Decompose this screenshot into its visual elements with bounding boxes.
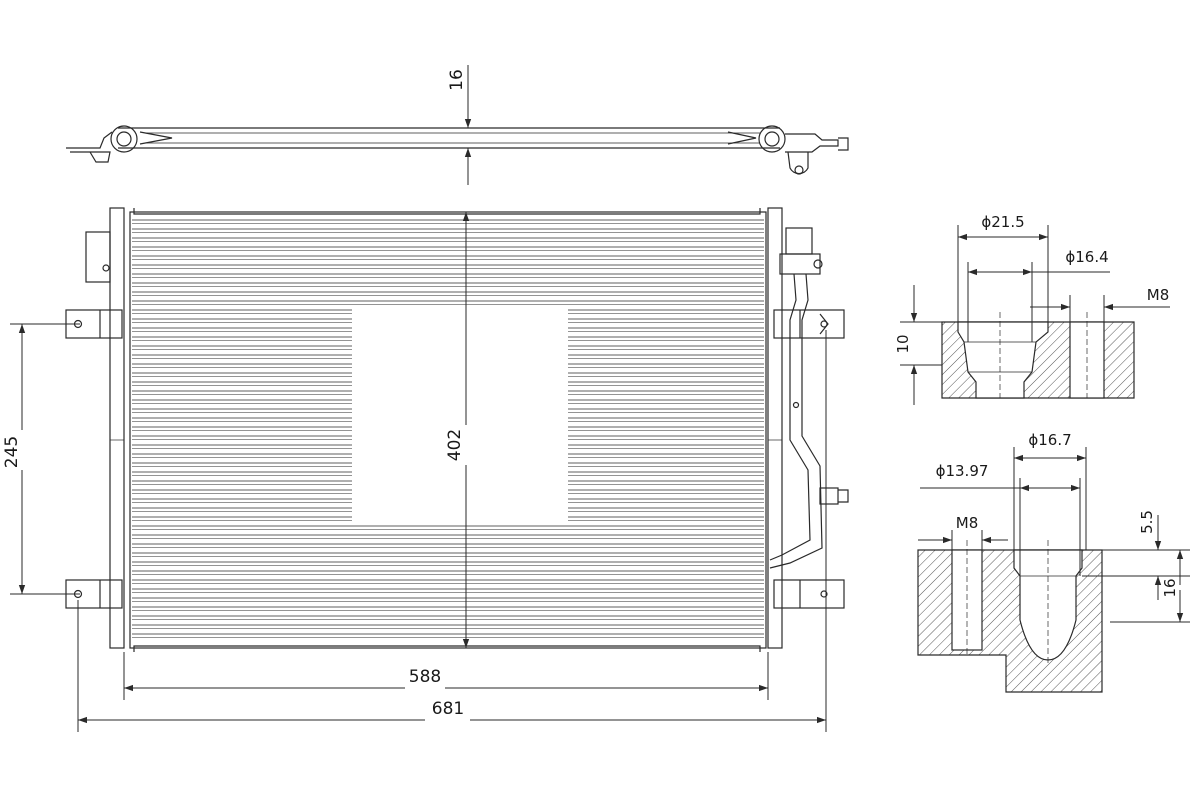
front-dimensions (10, 212, 827, 732)
detail-bottom-thread: M8 (956, 514, 979, 532)
core-width-label: 588 (409, 667, 441, 687)
detail-bottom-dimensions (918, 447, 1190, 623)
detail-bottom-depth: 16 (1161, 578, 1179, 597)
condenser-core-fins (132, 219, 764, 638)
detail-top-depth: 10 (894, 334, 912, 353)
detail-top-inner-diameter: ϕ16.4 (1065, 248, 1108, 266)
detail-bottom-section (917, 540, 1103, 693)
detail-top-outer-diameter: ϕ21.5 (981, 213, 1024, 231)
detail-top-thread: M8 (1147, 286, 1170, 304)
mount-spacing-label: 245 (2, 436, 22, 468)
detail-bottom-inner-diameter: ϕ13.97 (936, 462, 989, 480)
top-view (66, 125, 849, 175)
detail-bottom-outer-diameter: ϕ16.7 (1028, 431, 1071, 449)
core-height-label: 402 (445, 429, 465, 461)
detail-top-dimensions (900, 225, 1170, 405)
detail-top-section (941, 312, 1135, 399)
detail-bottom-step: 5.5 (1138, 510, 1156, 534)
overall-width-label: 681 (432, 699, 464, 719)
top-thickness-label: 16 (447, 69, 467, 91)
front-view (65, 207, 849, 652)
